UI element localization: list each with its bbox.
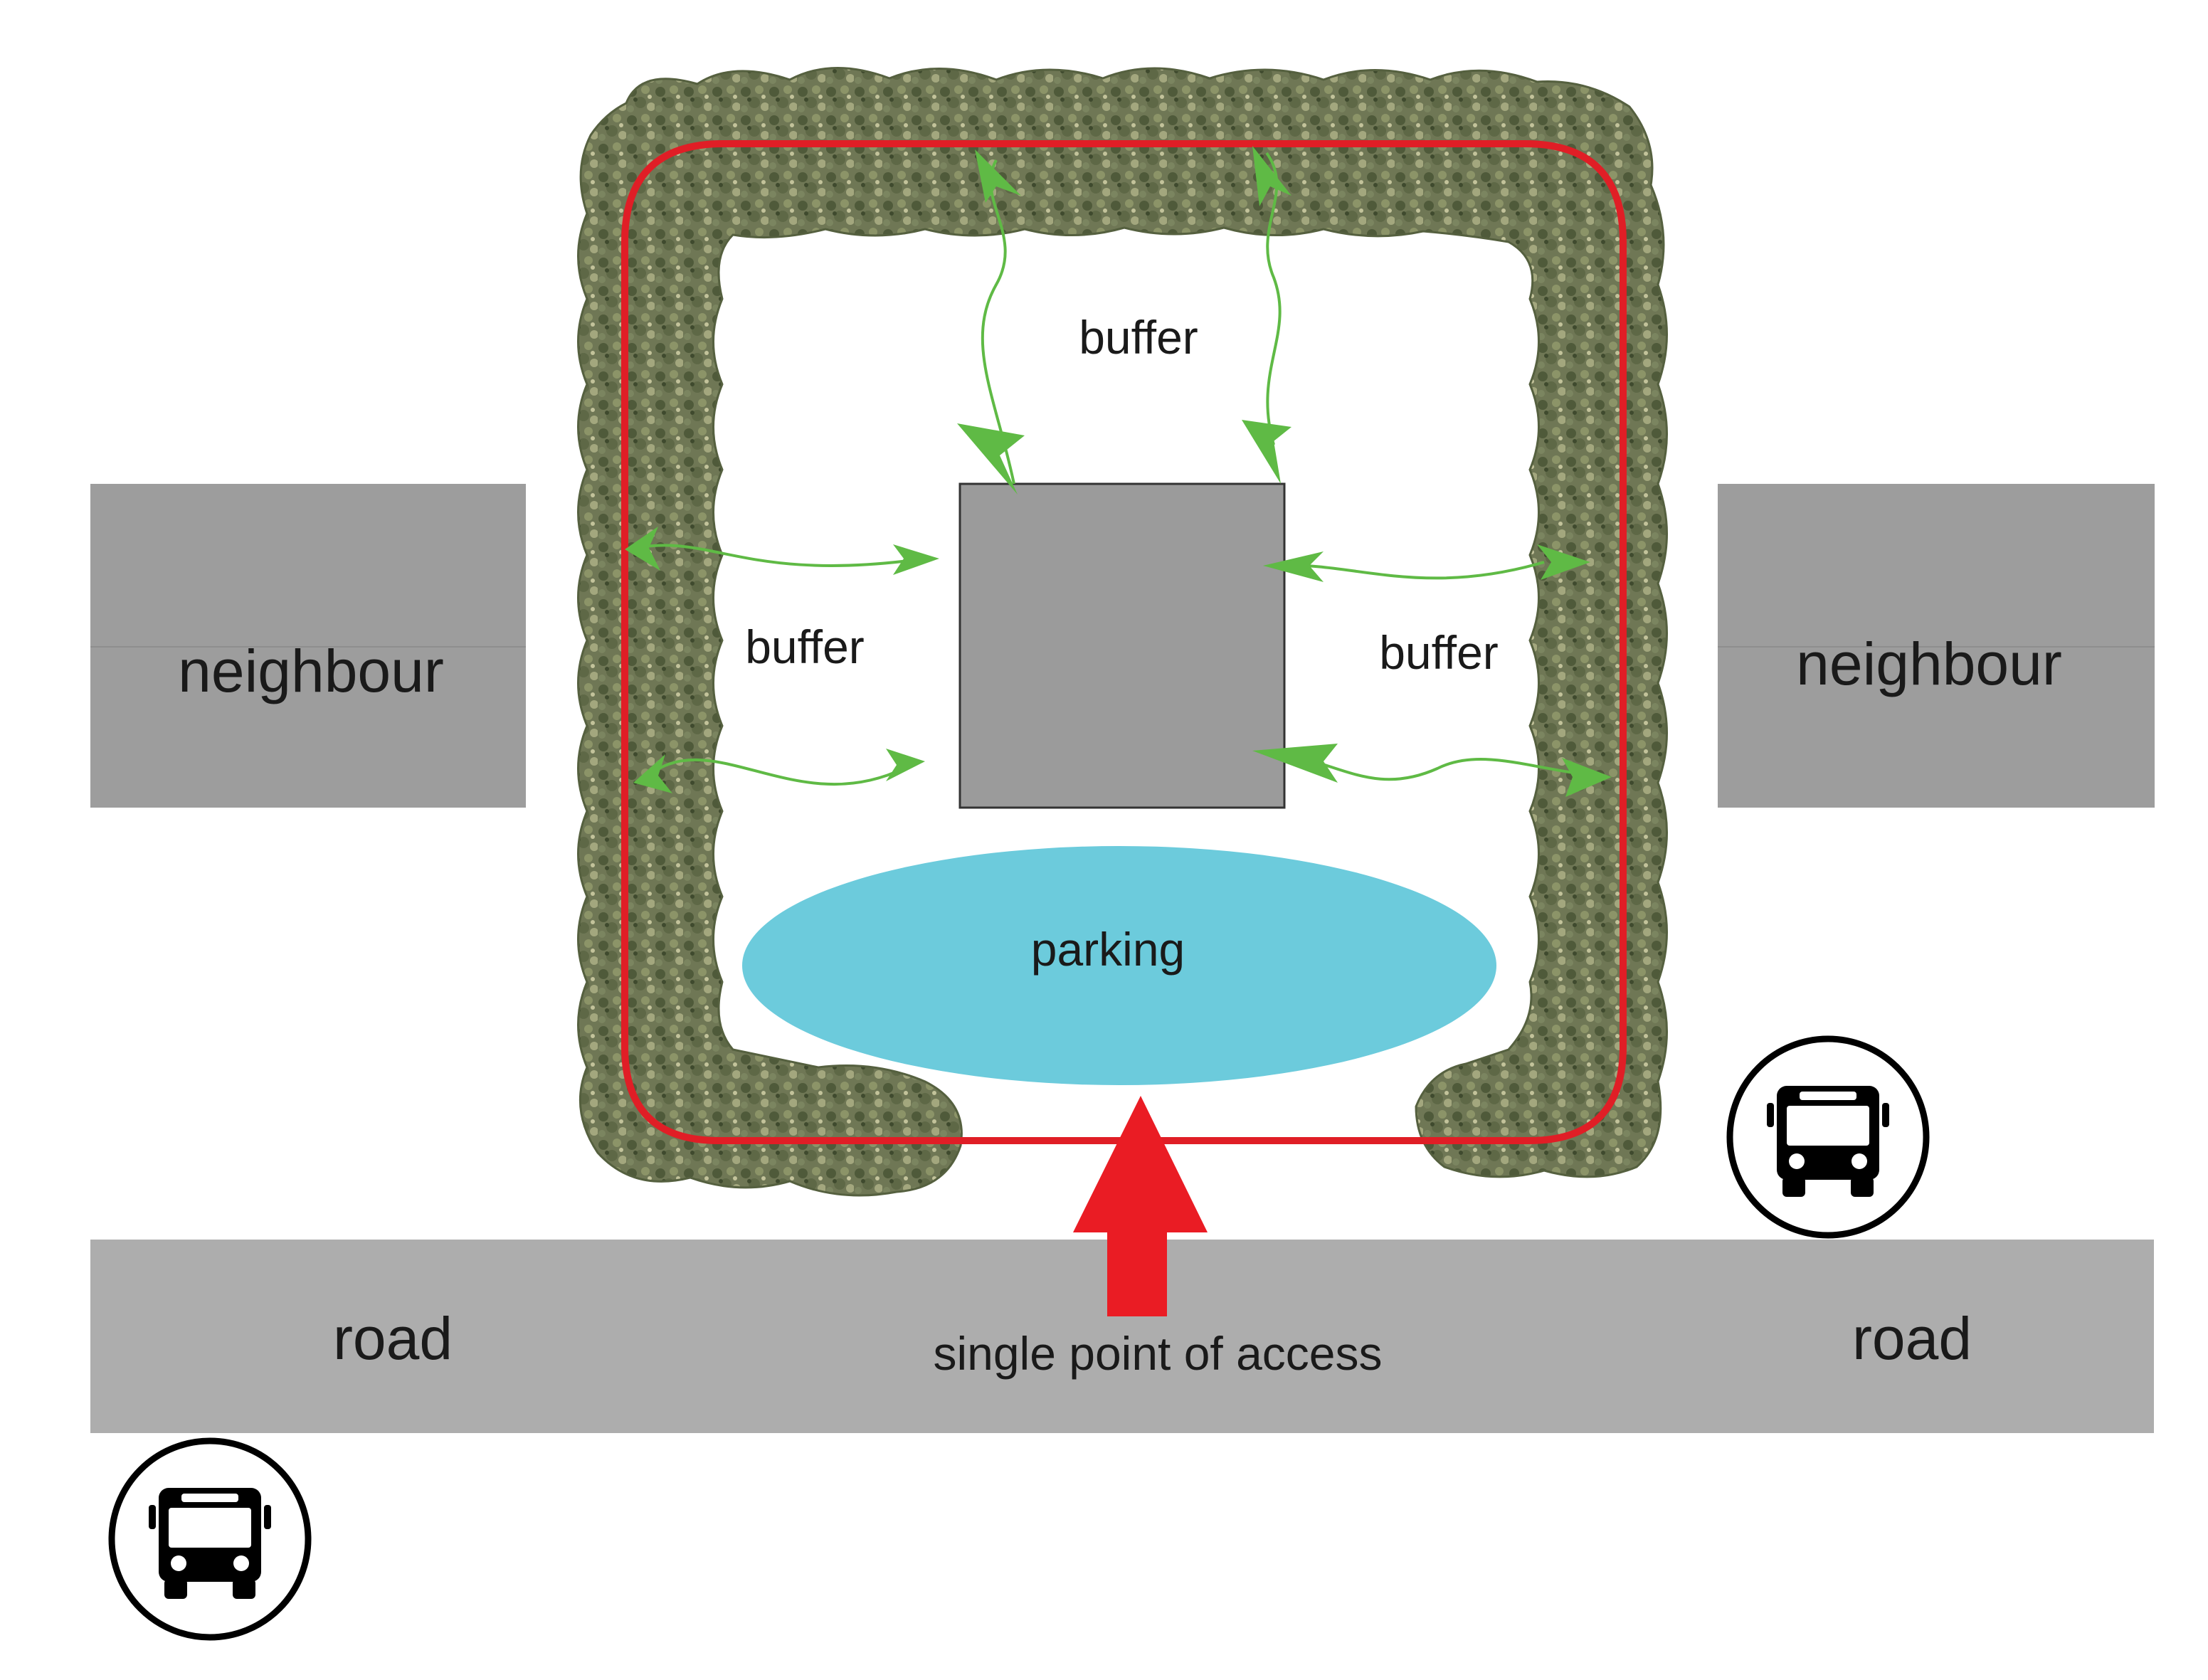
neighbour-right-label: neighbour <box>1796 630 2062 697</box>
buffer-arrows <box>636 152 1595 786</box>
neighbour-left-label: neighbour <box>178 638 444 704</box>
neighbour-right <box>1718 484 2155 808</box>
road-right-label: road <box>1852 1305 1972 1372</box>
neighbour-left <box>90 484 526 808</box>
buffer-left-label: buffer <box>745 620 865 673</box>
parking-area <box>742 846 1496 1085</box>
parking-label: parking <box>1031 923 1185 976</box>
buffer-top-label: buffer <box>1079 311 1198 364</box>
bus-icon <box>108 1437 312 1641</box>
site-boundary <box>621 140 1627 1144</box>
access-label: single point of access <box>933 1327 1382 1380</box>
buffer-right-label: buffer <box>1379 626 1499 679</box>
tree-hedge <box>577 67 1668 1197</box>
bus-icon <box>1726 1035 1930 1239</box>
building <box>958 482 1286 809</box>
access-arrow <box>1073 1096 1208 1316</box>
buffer-arrowheads <box>625 146 1612 797</box>
road-left-label: road <box>333 1305 453 1372</box>
